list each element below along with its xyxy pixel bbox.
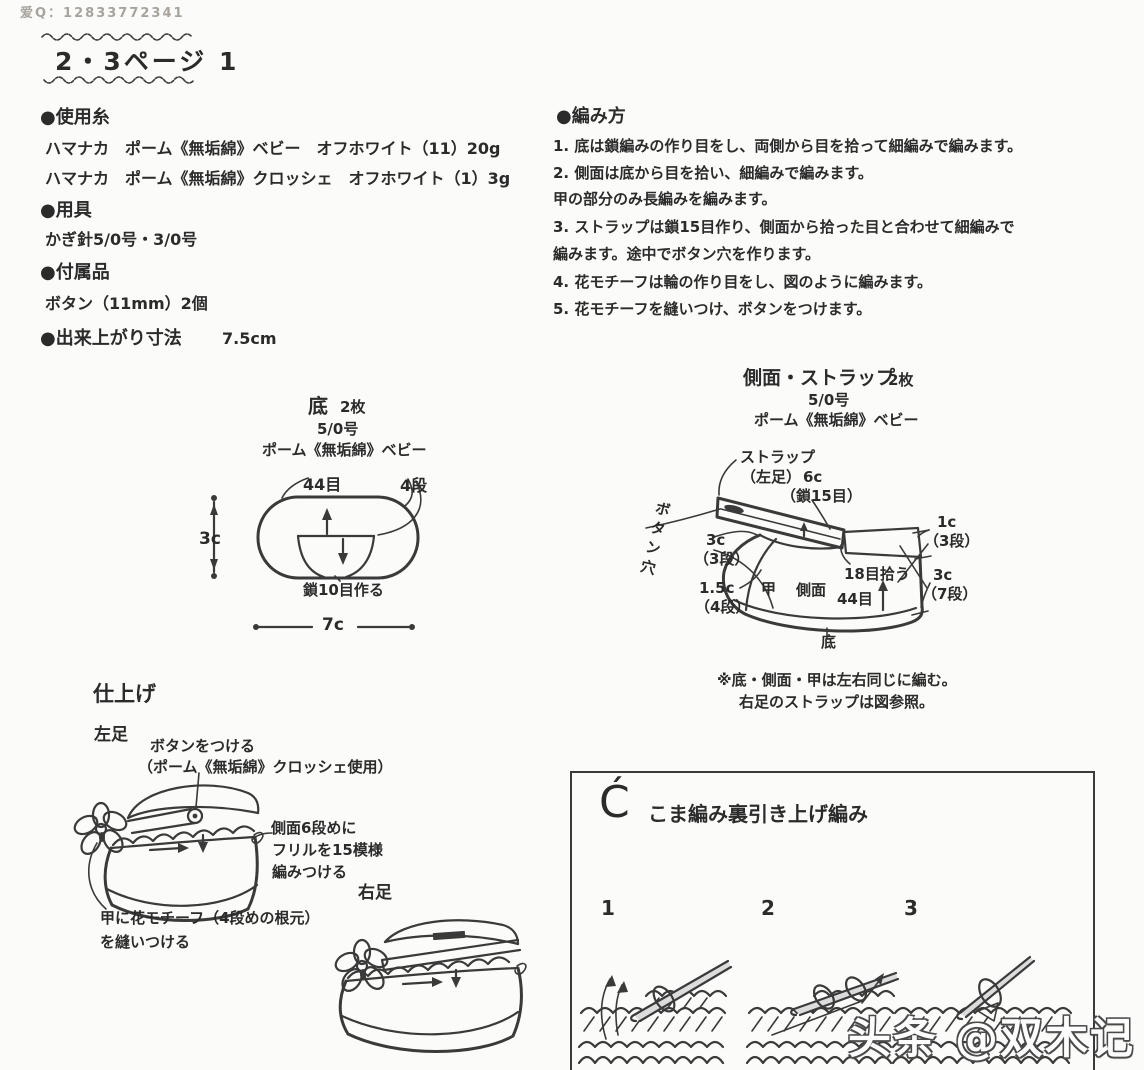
- side-note-1: ※底・側面・甲は左右同じに編む。: [717, 671, 957, 689]
- side-dim-1c: 1c: [937, 513, 957, 531]
- howto-step: 1. 底は鎖編みの作り目をし、両側から目を拾って細編みで編みます。: [553, 137, 1023, 155]
- side-dim-1c-rows: （3段）: [924, 532, 980, 550]
- frill-label-1: 側面6段めに: [271, 819, 357, 837]
- channel-watermark: 头条 @双木记编织: [848, 1014, 1135, 1064]
- side-dim-15c-rows: （4段）: [695, 598, 751, 616]
- howto-heading: ●編み方: [556, 106, 626, 127]
- side-face-label: 側面: [796, 581, 827, 599]
- frill-label-3: 編みつける: [272, 863, 348, 881]
- scan-id-watermark: 爱Q：12833772341: [20, 6, 185, 21]
- yarn-heading: ●使用糸: [40, 107, 110, 128]
- sole-diagram-drawing: [210, 462, 490, 630]
- howto-step: 3. ストラップは鎖15目作り、側面から拾った目と合わせて細編みで: [553, 218, 1015, 236]
- yarn-line-2: ハマナカ ポーム《無垢綿》クロッシェ オフホワイト（1）3g: [45, 169, 511, 188]
- sole-yarn: ポーム《無垢綿》ベビー: [262, 441, 427, 459]
- side-strap-diagram-drawing: [630, 438, 1015, 673]
- notions-line: ボタン（11mm）2個: [45, 294, 208, 313]
- pickup-label: 18目拾う: [844, 565, 910, 583]
- side-sole-label: 底: [821, 633, 837, 651]
- button-attach-label-1: ボタンをつける: [150, 737, 256, 755]
- frill-label-2: フリルを15模様: [272, 841, 383, 859]
- step-number-1: 1: [601, 896, 615, 920]
- side-yarn: ポーム《無垢綿》ベビー: [754, 411, 919, 429]
- sole-hook: 5/0号: [317, 420, 359, 438]
- sole-stitch-count: 44目: [303, 475, 342, 494]
- stitch-technique-box: Ć こま編み裏引き上げ編み 1 2 3: [570, 771, 1095, 1070]
- strap-foot-label: （左足）: [741, 468, 802, 486]
- side-dim-3c2: 3c: [933, 566, 953, 584]
- stitch-box-title: こま編み裏引き上げ編み: [648, 802, 868, 826]
- yarn-line-1: ハマナカ ポーム《無垢綿》ベビー オフホワイト（11）20g: [45, 139, 501, 158]
- strap-length-label: 6c: [803, 468, 823, 486]
- sole-chain-label: 鎖10目作る: [303, 581, 384, 599]
- left-foot-label: 左足: [94, 725, 128, 745]
- squiggle-bottom-decoration: [42, 76, 200, 86]
- finishing-heading: 仕上げ: [93, 682, 156, 706]
- side-note-2: 右足のストラップは図参照。: [739, 693, 935, 711]
- side-dim-3c-rows: （3段）: [694, 550, 750, 568]
- motif-label-2: を縫いつける: [100, 933, 191, 951]
- size-heading: ●出来上がり寸法: [40, 328, 182, 349]
- stitch-step1-illustration: [576, 951, 736, 1069]
- side-dim-3c: 3c: [706, 531, 726, 549]
- tools-line: かぎ針5/0号・3/0号: [45, 230, 198, 249]
- side-hook: 5/0号: [808, 391, 850, 409]
- side-pieces: 2枚: [888, 371, 914, 389]
- side-dim-15c: 1.5c: [699, 579, 735, 597]
- sole-pieces: 2枚: [340, 398, 366, 416]
- step-number-2: 2: [761, 896, 775, 920]
- stitch-step2-illustration: [744, 951, 904, 1069]
- side-dim-3c2-rows: （7段）: [922, 585, 978, 603]
- howto-step: 甲の部分のみ長編みを編みます。: [553, 190, 777, 208]
- motif-label-1: 甲に花モチーフ（4段めの根元）: [100, 909, 320, 927]
- notions-heading: ●付属品: [40, 262, 110, 283]
- instep-label: 甲: [761, 580, 777, 598]
- button-attach-label-2: （ポーム《無垢綿》クロッシェ使用）: [138, 758, 393, 776]
- right-foot-label: 右足: [358, 883, 392, 903]
- tools-heading: ●用具: [40, 200, 92, 221]
- right-shoe-drawing: [318, 912, 593, 1070]
- step-number-3: 3: [904, 896, 918, 920]
- howto-step: 4. 花モチーフは輪の作り目をし、図のように編みます。: [553, 273, 932, 291]
- stitch-step3-illustration: [890, 951, 1090, 1069]
- sole-row-count: 4段: [400, 476, 428, 495]
- strap-chain-label: （鎖15目）: [781, 487, 862, 505]
- page-title: 2・3ページ 1: [55, 47, 240, 76]
- left-shoe-drawing: [58, 773, 293, 958]
- strap-label: ストラップ: [740, 448, 816, 466]
- sole-height-dim: 3c: [199, 529, 221, 549]
- squiggle-top-decoration: [40, 30, 198, 40]
- sole-width-dim: 7c: [322, 615, 344, 635]
- size-value: 7.5cm: [222, 329, 277, 348]
- sole-title: 底: [308, 394, 328, 418]
- side-stitch-count: 44目: [837, 590, 873, 608]
- howto-step: 編みます。途中でボタン穴を作ります。: [553, 245, 821, 263]
- howto-step: 5. 花モチーフを縫いつけ、ボタンをつけます。: [553, 300, 872, 318]
- howto-step: 2. 側面は底から目を拾い、細編みで編みます。: [553, 164, 873, 182]
- stitch-symbol: Ć: [599, 777, 630, 828]
- side-title: 側面・ストラップ: [743, 367, 896, 389]
